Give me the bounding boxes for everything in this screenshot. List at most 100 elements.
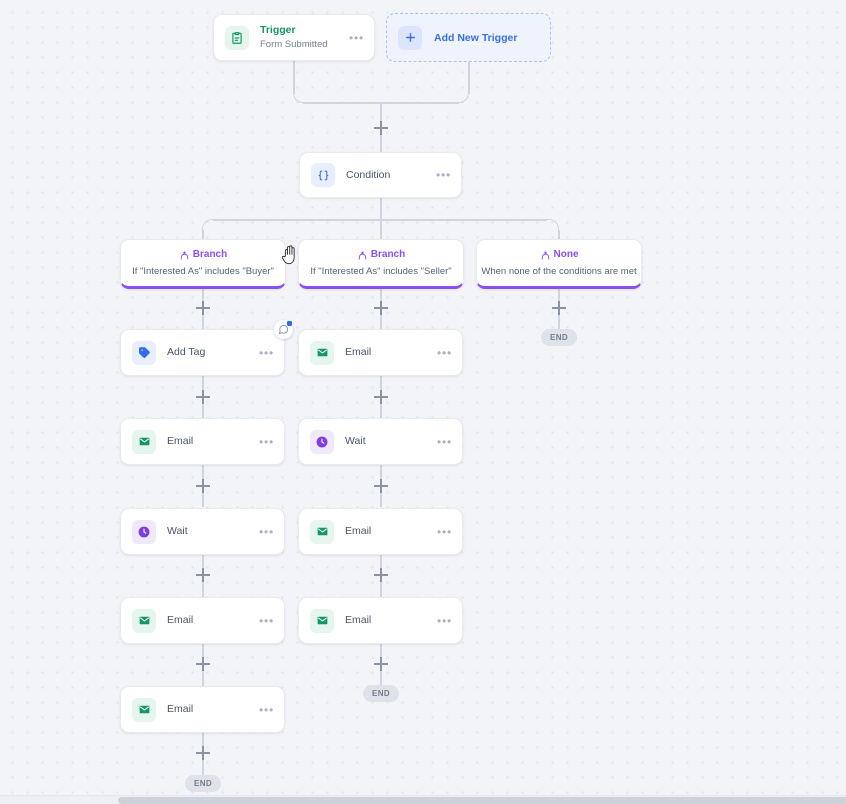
- branch-head-buyer: Branch: [179, 249, 227, 261]
- wait-b1-title: Wait: [167, 525, 188, 537]
- add-step-button-c1-6[interactable]: [195, 745, 211, 761]
- braces-icon: [311, 163, 335, 187]
- connector-trigger-stub: [293, 61, 295, 94]
- wait-s1-menu-button[interactable]: •••: [436, 434, 452, 449]
- wait-b1-labels: Wait: [167, 525, 259, 538]
- envelope-icon: [132, 429, 156, 454]
- clipboard-icon: [225, 25, 249, 50]
- add-step-button-c1-4[interactable]: [195, 567, 211, 583]
- connector-branch-bus: [213, 219, 547, 221]
- add-tag-title: Add Tag: [167, 346, 206, 358]
- connector-merge-horizontal: [303, 102, 459, 104]
- wait-s1-title: Wait: [345, 435, 366, 447]
- email-s3-labels: Email: [345, 614, 437, 627]
- action-node-email-s3[interactable]: Email •••: [298, 597, 463, 644]
- tag-icon: [132, 340, 156, 365]
- trigger-menu-button[interactable]: •••: [348, 30, 364, 45]
- connector-merge-right-corner: [458, 92, 469, 103]
- action-node-add-tag[interactable]: Add Tag •••: [120, 329, 285, 376]
- plus-icon: [398, 25, 422, 50]
- email-b3-menu-button[interactable]: •••: [258, 702, 274, 717]
- trigger-title: Trigger: [260, 24, 296, 36]
- connector-branch-right-drop: [558, 230, 560, 239]
- email-s3-title: Email: [345, 614, 372, 626]
- add-new-trigger-label: Add New Trigger: [434, 31, 518, 44]
- add-step-button-c3-1[interactable]: [551, 300, 567, 316]
- email-b1-title: Email: [167, 435, 194, 447]
- connector-condition-stub: [380, 197, 382, 220]
- action-node-email-b2[interactable]: Email •••: [120, 597, 285, 644]
- branch-card-none[interactable]: None When none of the conditions are met: [476, 239, 642, 289]
- condition-title: Condition: [346, 168, 391, 181]
- comment-unread-dot: [287, 321, 292, 326]
- action-node-wait-b1[interactable]: Wait •••: [120, 508, 285, 555]
- clock-icon: [132, 519, 156, 544]
- add-step-button-c2-1[interactable]: [373, 300, 389, 316]
- email-s2-menu-button[interactable]: •••: [436, 524, 452, 539]
- add-tag-labels: Add Tag: [167, 346, 259, 359]
- envelope-icon: [132, 697, 156, 722]
- email-b2-title: Email: [167, 614, 194, 626]
- branch-name-seller: Branch: [370, 249, 406, 260]
- connector-merge-left-corner: [293, 92, 304, 103]
- horizontal-scrollbar[interactable]: [0, 795, 846, 804]
- condition-menu-button[interactable]: •••: [435, 168, 451, 182]
- add-step-button-c1-5[interactable]: [195, 656, 211, 672]
- branch-head-seller: Branch: [357, 249, 405, 261]
- comment-badge[interactable]: [274, 320, 293, 339]
- email-b1-labels: Email: [167, 435, 259, 448]
- comment-icon: [278, 324, 289, 335]
- wait-b1-menu-button[interactable]: •••: [258, 524, 274, 539]
- branch-icon: [358, 251, 366, 260]
- connector-branch-left-drop: [202, 230, 204, 239]
- envelope-icon: [310, 608, 334, 633]
- end-badge-buyer[interactable]: END: [185, 775, 221, 792]
- trigger-labels: Trigger Form Submitted: [260, 24, 349, 51]
- add-step-button-c1-2[interactable]: [195, 389, 211, 405]
- email-b2-menu-button[interactable]: •••: [258, 613, 274, 628]
- action-node-email-b1[interactable]: Email •••: [120, 418, 285, 465]
- email-s2-title: Email: [345, 525, 372, 537]
- clock-icon: [310, 429, 334, 454]
- branch-icon: [180, 251, 188, 260]
- branch-name-none: None: [553, 249, 579, 260]
- condition-node[interactable]: Condition •••: [299, 152, 462, 198]
- branch-head-none: None: [540, 249, 579, 261]
- add-tag-menu-button[interactable]: •••: [258, 345, 274, 360]
- branch-card-buyer[interactable]: Branch If "Interested As" includes "Buye…: [120, 239, 286, 289]
- email-s1-title: Email: [345, 346, 372, 358]
- action-node-email-s1[interactable]: Email •••: [298, 329, 463, 376]
- add-step-button-c1-3[interactable]: [195, 478, 211, 494]
- add-step-button-c1-1[interactable]: [195, 300, 211, 316]
- branch-desc-buyer: If "Interested As" includes "Buyer": [132, 266, 274, 277]
- branch-card-seller[interactable]: Branch If "Interested As" includes "Sell…: [298, 239, 464, 289]
- add-step-button-c2-2[interactable]: [373, 389, 389, 405]
- email-s1-labels: Email: [345, 346, 437, 359]
- email-b3-title: Email: [167, 703, 194, 715]
- end-badge-seller[interactable]: END: [363, 685, 399, 702]
- branch-desc-seller: If "Interested As" includes "Seller": [310, 266, 452, 277]
- email-b3-labels: Email: [167, 703, 259, 716]
- email-s1-menu-button[interactable]: •••: [436, 345, 452, 360]
- action-node-wait-s1[interactable]: Wait •••: [298, 418, 463, 465]
- action-node-email-s2[interactable]: Email •••: [298, 508, 463, 555]
- envelope-icon: [310, 340, 334, 365]
- add-step-button-c2-3[interactable]: [373, 478, 389, 494]
- branch-icon: [541, 251, 549, 260]
- condition-labels: Condition: [346, 169, 436, 182]
- add-step-button-condition[interactable]: [373, 120, 389, 136]
- connector-add-trigger-stub: [468, 62, 470, 94]
- trigger-node[interactable]: Trigger Form Submitted •••: [213, 14, 375, 61]
- email-s3-menu-button[interactable]: •••: [436, 613, 452, 628]
- add-step-button-c2-4[interactable]: [373, 567, 389, 583]
- add-step-button-c2-5[interactable]: [373, 656, 389, 672]
- end-badge-none[interactable]: END: [541, 329, 577, 346]
- email-b1-menu-button[interactable]: •••: [258, 434, 274, 449]
- horizontal-scrollbar-thumb[interactable]: [118, 797, 846, 804]
- connector-branch-right-corner: [547, 219, 559, 231]
- action-node-email-b3[interactable]: Email •••: [120, 686, 285, 733]
- envelope-icon: [132, 608, 156, 633]
- add-new-trigger-button[interactable]: Add New Trigger: [386, 13, 551, 62]
